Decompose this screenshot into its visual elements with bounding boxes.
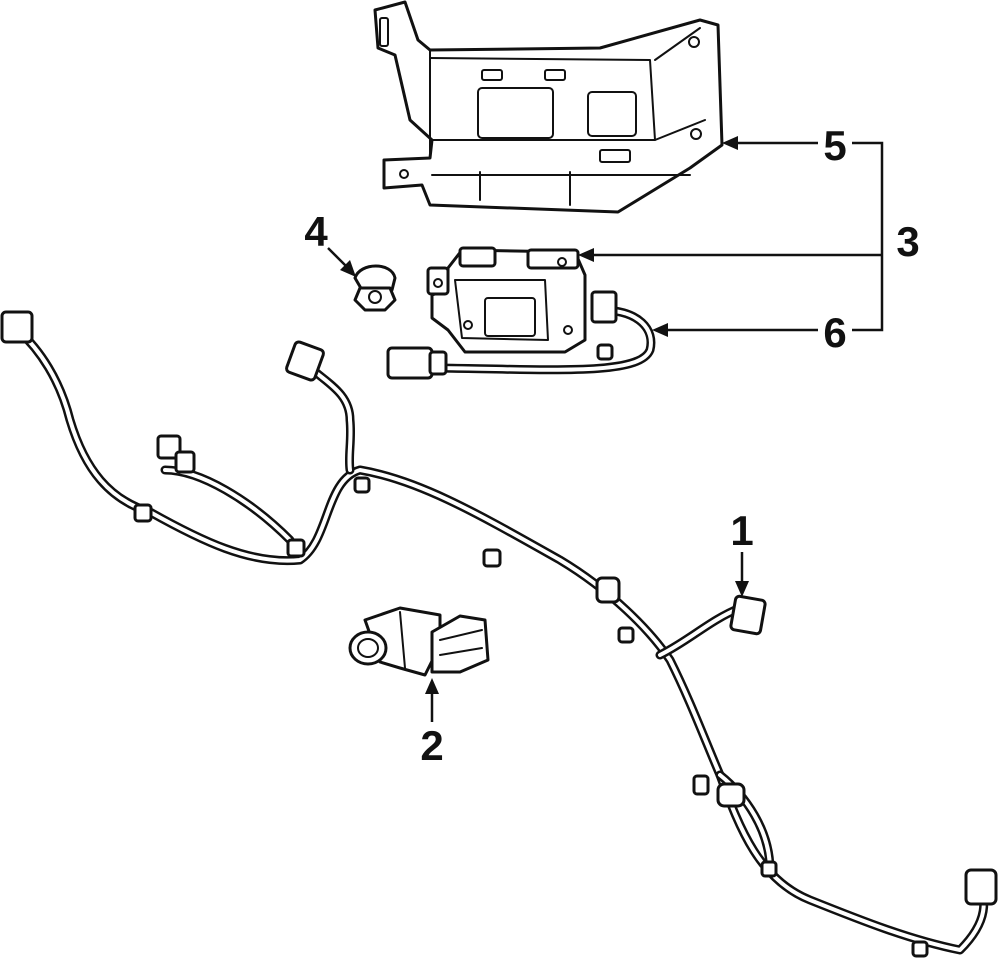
harness-clip-4	[353, 476, 371, 494]
callout-6: 6	[823, 309, 846, 356]
wiring-harness	[0, 310, 998, 958]
harness-clip-12	[286, 538, 306, 558]
harness-clip-10	[760, 860, 778, 878]
callout-1: 1	[730, 507, 753, 554]
callout-2: 2	[420, 722, 443, 769]
harness-clip-8	[692, 774, 710, 796]
harness-clip-3	[133, 503, 153, 523]
harness-connector-end	[964, 868, 998, 906]
module-connector-right	[590, 290, 618, 324]
harness-clip-11	[911, 940, 929, 958]
harness-clip-5	[482, 548, 502, 568]
harness-clip-9	[716, 782, 746, 808]
callout-4: 4	[304, 208, 328, 255]
callout-leaders	[327, 136, 884, 722]
harness-clip-1	[156, 434, 182, 460]
harness-clip-6	[595, 576, 621, 604]
control-module	[386, 246, 656, 380]
callout-3: 3	[896, 218, 919, 265]
harness-clip-2	[174, 450, 196, 474]
park-assist-sensor	[348, 606, 490, 677]
harness-connector-right	[729, 594, 767, 636]
mounting-bracket	[373, 0, 724, 214]
nut	[353, 264, 397, 312]
harness-connector-left	[0, 310, 34, 344]
harness-clip-7	[617, 626, 635, 644]
callout-5: 5	[823, 122, 846, 169]
harness-connector-upper	[285, 340, 325, 382]
module-connector-left	[386, 346, 434, 380]
